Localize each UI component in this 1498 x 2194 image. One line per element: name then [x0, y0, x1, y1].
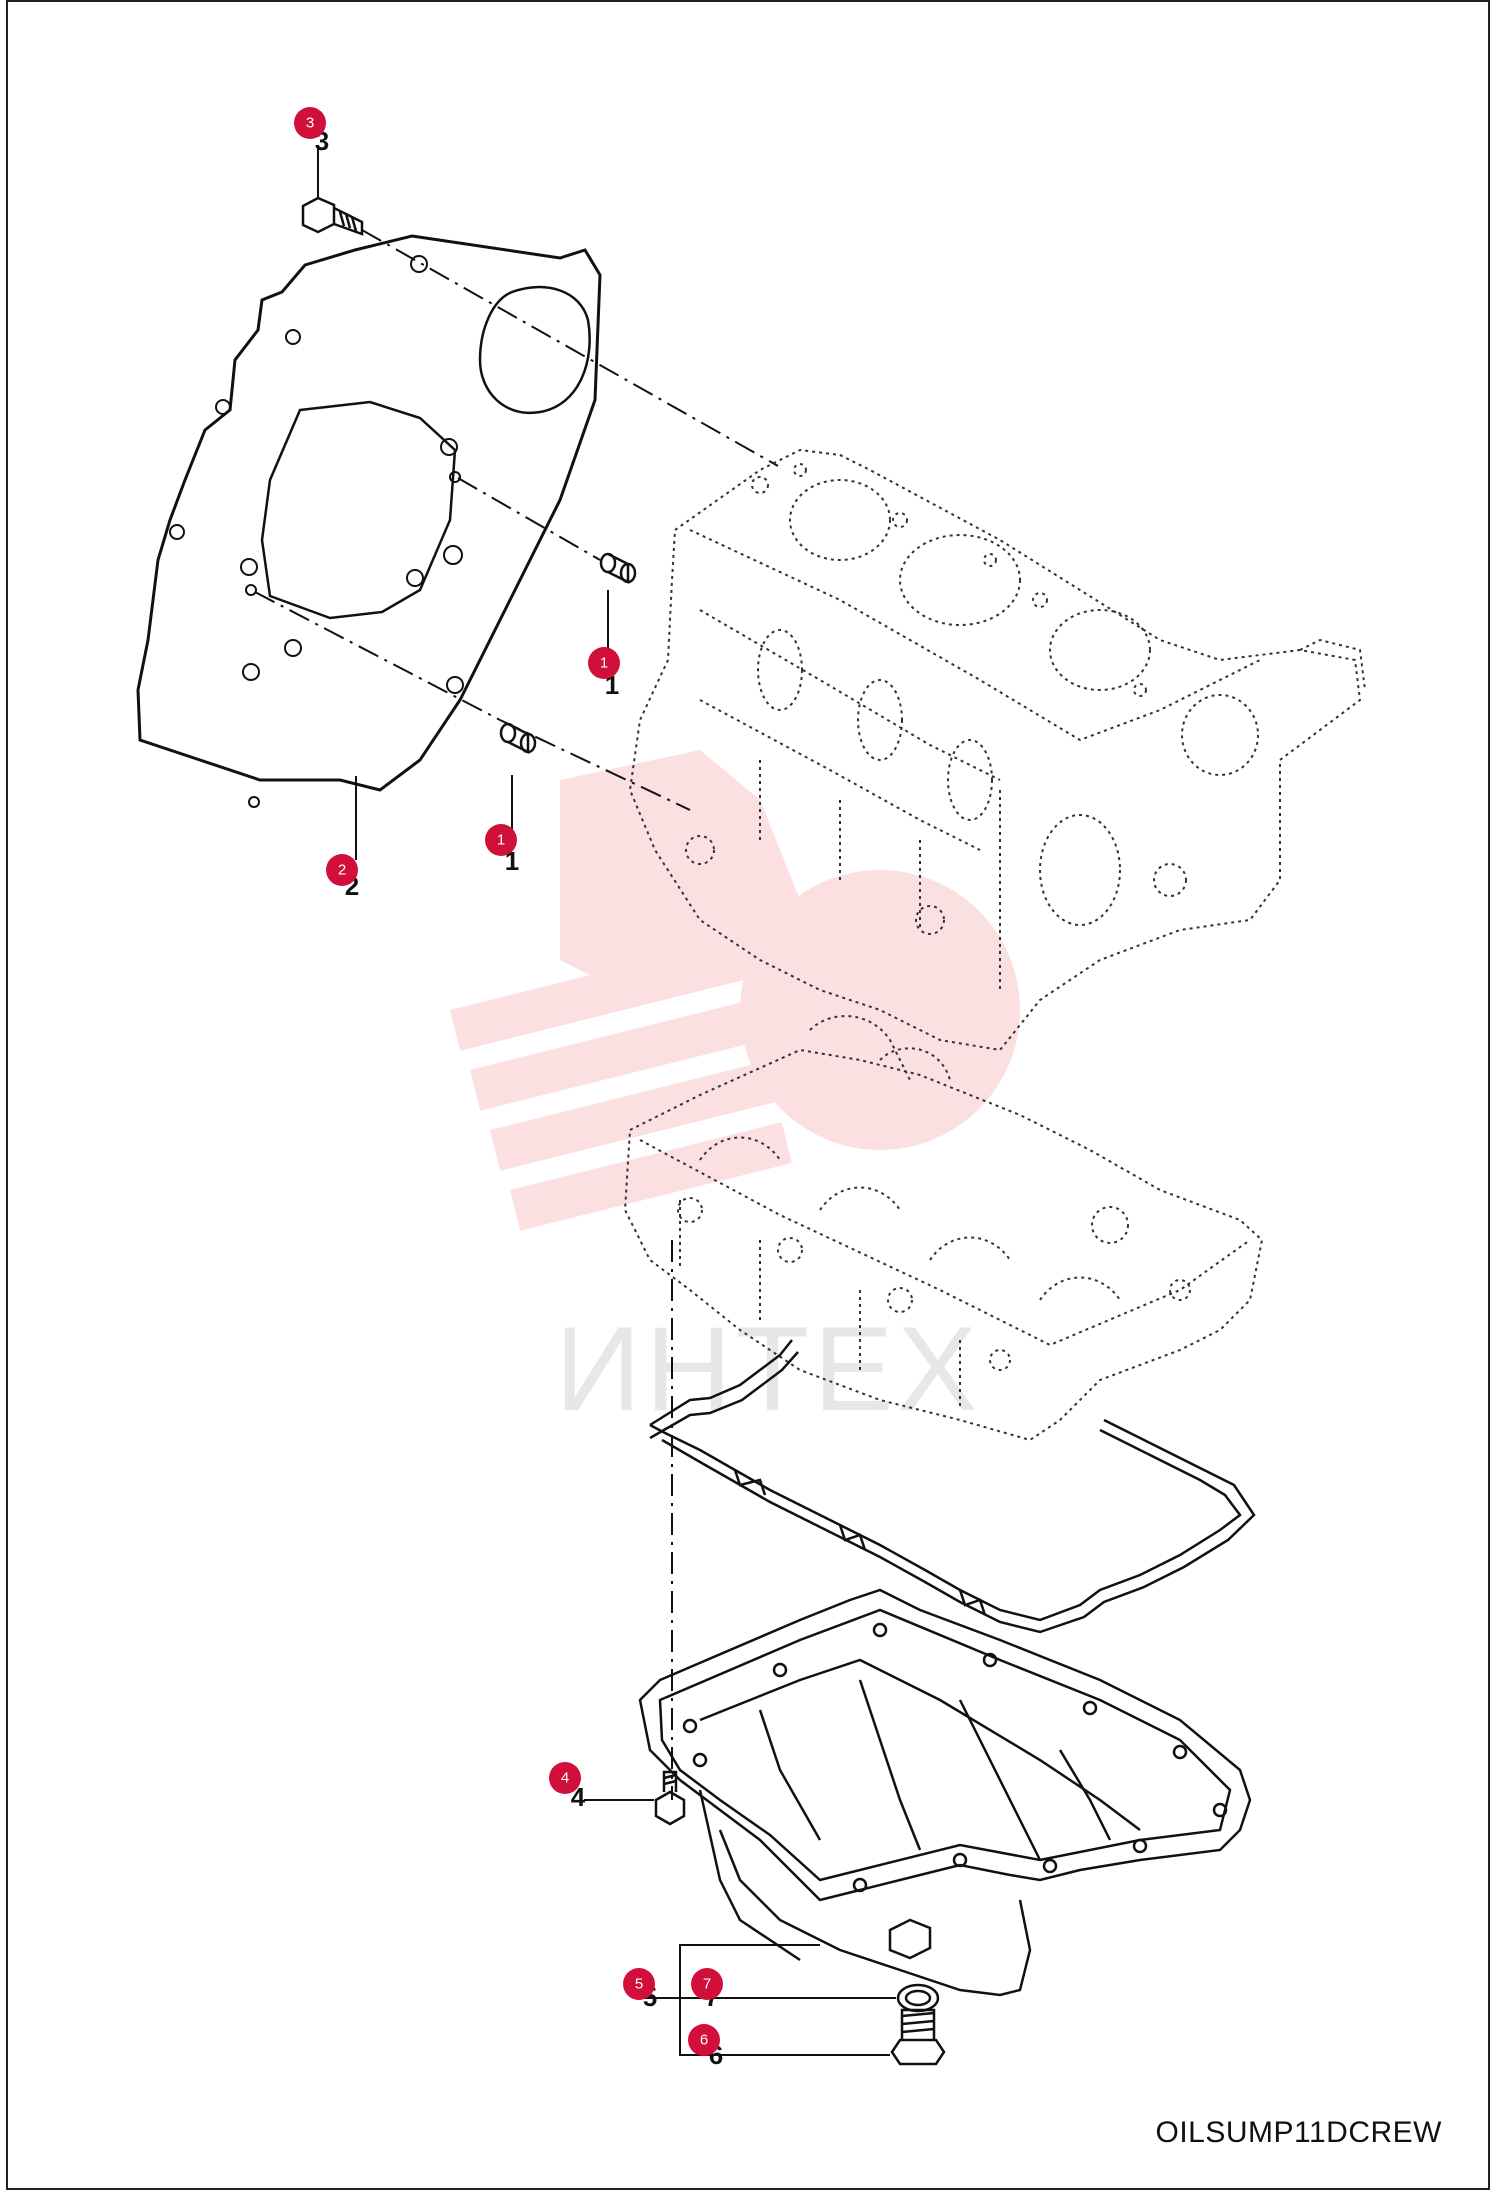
svg-text:6: 6	[700, 2032, 708, 2049]
dowel-part-1b	[499, 722, 537, 755]
callout-6[interactable]: 6	[688, 2024, 720, 2056]
watermark-text: ИНТЕХ	[555, 1302, 982, 1436]
lower-crankcase	[623, 1015, 1264, 1442]
washer-part-7	[896, 1983, 940, 2013]
pan-bolt-part-4	[654, 1770, 686, 1826]
callout-4[interactable]: 4	[549, 1762, 581, 1794]
svg-text:2: 2	[338, 862, 346, 879]
engine-block	[628, 448, 1366, 1052]
svg-text:3: 3	[306, 115, 314, 132]
callout-7[interactable]: 7	[691, 1968, 723, 2000]
drain-plug-part-6	[890, 2008, 946, 2066]
callout-1a[interactable]: 1	[588, 647, 620, 679]
oil-pan	[638, 1588, 1252, 1997]
leader-5-bracket	[644, 1944, 896, 2056]
alignment-lines	[254, 229, 779, 1800]
callout-5[interactable]: 5	[623, 1968, 655, 2000]
svg-text:7: 7	[703, 1976, 711, 1993]
diagram-caption: OILSUMP11DCREW	[1155, 2116, 1442, 2149]
callout-3[interactable]: 3	[294, 107, 326, 139]
callout-2[interactable]: 2	[326, 854, 358, 886]
svg-text:5: 5	[635, 1976, 643, 1993]
callout-badges: 3 1 2 1 4 5 7 6	[294, 107, 723, 2056]
svg-text:4: 4	[561, 1770, 569, 1787]
dowel-part-1a	[599, 552, 637, 585]
bolt-part-3	[301, 196, 364, 236]
svg-text:1: 1	[497, 832, 505, 849]
svg-text:1: 1	[600, 655, 608, 672]
rear-plate-part-2	[136, 234, 602, 808]
watermark-logo	[449, 750, 1020, 1231]
callout-1b[interactable]: 1	[485, 824, 517, 856]
oil-pan-gasket	[649, 1339, 1256, 1634]
